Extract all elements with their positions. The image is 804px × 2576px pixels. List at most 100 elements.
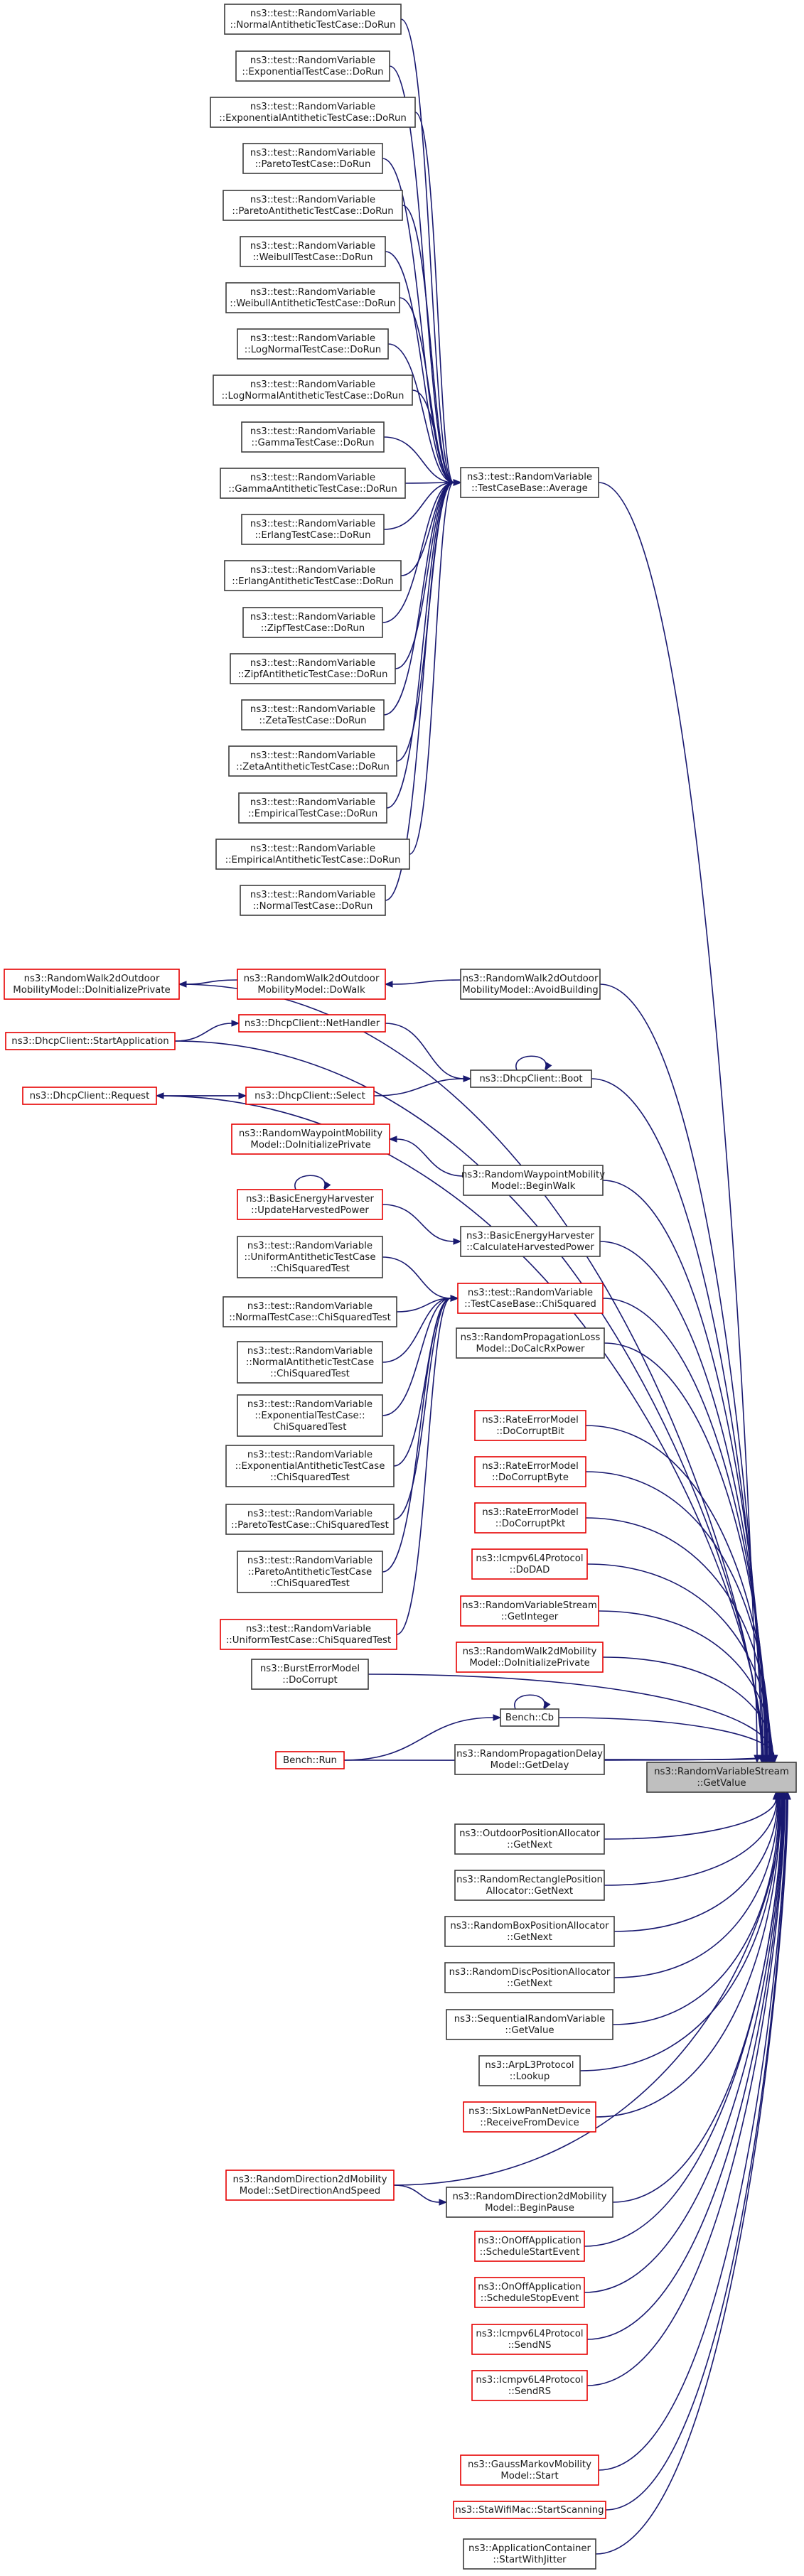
node-ns3-test-randomvariable-empiricaltestcase-dorun[interactable]: ns3::test::RandomVariable::EmpiricalTest… bbox=[238, 792, 387, 824]
node-ns3-onoffapplication-schedulestopevent[interactable]: ns3::OnOffApplication::ScheduleStopEvent bbox=[474, 2277, 585, 2308]
node-ns3-basicenergyharvester-updateharvestedpower[interactable]: ns3::BasicEnergyHarvester::UpdateHarvest… bbox=[237, 1189, 383, 1220]
node-ns3-dhcpclient-select[interactable]: ns3::DhcpClient::Select bbox=[245, 1087, 375, 1105]
node-ns3-randomdirection2dmobility-model-setdirectionandspeed[interactable]: ns3::RandomDirection2dMobilityModel::Set… bbox=[225, 2170, 395, 2201]
node-ns3-test-randomvariable-weibullantithetictestcase-dorun[interactable]: ns3::test::RandomVariable::WeibullAntith… bbox=[225, 282, 400, 313]
node-box bbox=[454, 1870, 605, 1901]
edge-icrs-to-target bbox=[586, 1791, 789, 2386]
node-label-line: MobilityModel::DoInitializePrivate bbox=[13, 985, 170, 996]
edge-seqrv-to-target bbox=[612, 1791, 783, 2025]
node-box bbox=[444, 1962, 615, 1993]
node-ns3-randomboxpositionallocator-getnext[interactable]: ns3::RandomBoxPositionAllocator::GetNext bbox=[444, 1916, 615, 1947]
node-ns3-randompropagationloss-model-docalcrxpower[interactable]: ns3::RandomPropagationLossModel::DoCalcR… bbox=[456, 1327, 605, 1359]
arrowhead bbox=[323, 1181, 331, 1191]
node-ns3-randomwalk2doutdoor-mobilitymodel-dowalk[interactable]: ns3::RandomWalk2dOutdoorMobilityModel::D… bbox=[237, 969, 386, 1000]
node-ns3-randomwaypointmobility-model-beginwalk[interactable]: ns3::RandomWaypointMobilityModel::BeginW… bbox=[461, 1165, 605, 1196]
edge-line bbox=[412, 389, 454, 483]
node-bench-cb[interactable]: Bench::Cb bbox=[500, 1708, 559, 1727]
node-ns3-test-randomvariable-gammaantithetictestcase-dorun[interactable]: ns3::test::RandomVariable::GammaAntithet… bbox=[220, 468, 406, 499]
node-ns3-basicenergyharvester-calculateharvestedpower[interactable]: ns3::BasicEnergyHarvester::CalculateHarv… bbox=[460, 1226, 601, 1257]
node-ns3-test-randomvariable-normalantithetictestcase-dorun[interactable]: ns3::test::RandomVariable::NormalAntithe… bbox=[224, 4, 402, 35]
node-label-line: ::CalculateHarvestedPower bbox=[466, 1242, 594, 1253]
node-label-line: ns3::DhcpClient::Select bbox=[254, 1091, 365, 1101]
node-ns3-test-randomvariable-zetatestcase-dorun[interactable]: ns3::test::RandomVariable::ZetaTestCase:… bbox=[241, 699, 385, 731]
node-ns3-randomrectangleposition-allocator-getnext[interactable]: ns3::RandomRectanglePositionAllocator::G… bbox=[454, 1870, 605, 1901]
node-ns3-stawifimac-startscanning[interactable]: ns3::StaWifiMac::StartScanning bbox=[453, 2501, 606, 2519]
node-ns3-test-randomvariable-normalantithetictestcase-chisquaredtest[interactable]: ns3::test::RandomVariable::NormalAntithe… bbox=[237, 1341, 383, 1384]
edge-line bbox=[383, 482, 454, 716]
edge-line bbox=[604, 1799, 778, 1886]
node-ns3-test-randomvariable-exponentialantithetictestcase-dorun[interactable]: ns3::test::RandomVariable::ExponentialAn… bbox=[210, 97, 416, 128]
node-ns3-test-randomvariable-normaltestcase-chisquaredtest[interactable]: ns3::test::RandomVariable::NormalTestCas… bbox=[223, 1296, 397, 1327]
node-ns3-randomwalk2doutdoor-mobilitymodel-avoidbuilding[interactable]: ns3::RandomWalk2dOutdoorMobilityModel::A… bbox=[460, 969, 601, 1000]
node-box bbox=[460, 467, 599, 498]
node-box bbox=[224, 4, 402, 35]
node-ns3-rateerrormodel-docorruptbit[interactable]: ns3::RateErrorModel::DoCorruptBit bbox=[474, 1410, 586, 1441]
node-ns3-test-randomvariable-testcasebase-chisquared[interactable]: ns3::test::RandomVariable::TestCaseBase:… bbox=[457, 1283, 604, 1314]
node-ns3-test-randomvariable-exponentialantithetictestcase-chisquaredtest[interactable]: ns3::test::RandomVariable::ExponentialAn… bbox=[225, 1445, 395, 1487]
node-ns3-outdoorpositionallocator-getnext[interactable]: ns3::OutdoorPositionAllocator::GetNext bbox=[454, 1823, 605, 1855]
node-ns3-test-randomvariable-testcasebase-average[interactable]: ns3::test::RandomVariable::TestCaseBase:… bbox=[460, 467, 599, 498]
node-label-line: ::EmpiricalAntitheticTestCase::DoRun bbox=[225, 855, 401, 866]
node-ns3-test-randomvariable-exponentialtestcase-chisquaredtest[interactable]: ns3::test::RandomVariable::ExponentialTe… bbox=[237, 1394, 383, 1437]
node-ns3-test-randomvariable-exponentialtestcase-dorun[interactable]: ns3::test::RandomVariable::ExponentialTe… bbox=[235, 50, 390, 82]
node-box bbox=[463, 2101, 596, 2133]
node-label-line: ns3::GaussMarkovMobility bbox=[468, 2459, 591, 2470]
node-ns3-test-randomvariable-uniformantithetictestcase-chisquaredtest[interactable]: ns3::test::RandomVariable::UniformAntith… bbox=[237, 1236, 383, 1278]
node-ns3-dhcpclient-boot[interactable]: ns3::DhcpClient::Boot bbox=[470, 1069, 592, 1088]
node-ns3-sequentialrandomvariable-getvalue[interactable]: ns3::SequentialRandomVariable::GetValue bbox=[446, 2009, 613, 2040]
node-ns3-bursterrormodel-docorrupt[interactable]: ns3::BurstErrorModel::DoCorrupt bbox=[251, 1659, 369, 1690]
node-ns3-sixlowpannetdevice-receivefromdevice[interactable]: ns3::SixLowPanNetDevice::ReceiveFromDevi… bbox=[463, 2101, 596, 2133]
node-ns3-dhcpclient-nethandler[interactable]: ns3::DhcpClient::NetHandler bbox=[238, 1014, 386, 1033]
edge-n15-to-avg bbox=[395, 479, 462, 669]
node-ns3-icmpv6l4protocol-dodad[interactable]: ns3::Icmpv6L4Protocol::DoDAD bbox=[471, 1548, 588, 1580]
node-ns3-randomvariablestream-getinteger[interactable]: ns3::RandomVariableStream::GetInteger bbox=[460, 1595, 599, 1627]
edge-rw2dinit-to-target bbox=[602, 1656, 776, 1764]
node-ns3-test-randomvariable-zipfantithetictestcase-dorun[interactable]: ns3::test::RandomVariable::ZipfAntitheti… bbox=[230, 653, 396, 684]
node-ns3-rateerrormodel-docorruptpkt[interactable]: ns3::RateErrorModel::DoCorruptPkt bbox=[474, 1502, 586, 1534]
node-box bbox=[242, 143, 383, 174]
node-label-line: ::ErlangAntitheticTestCase::DoRun bbox=[232, 576, 394, 587]
node-box bbox=[456, 1642, 604, 1673]
node-ns3-test-randomvariable-lognormalantithetictestcase-dorun[interactable]: ns3::test::RandomVariable::LogNormalAnti… bbox=[213, 374, 413, 406]
node-ns3-test-randomvariable-paretoantithetictestcase-chisquaredtest[interactable]: ns3::test::RandomVariable::ParetoAntithe… bbox=[237, 1551, 383, 1593]
node-box bbox=[460, 969, 601, 1000]
node-ns3-test-randomvariable-gammatestcase-dorun[interactable]: ns3::test::RandomVariable::GammaTestCase… bbox=[241, 421, 385, 453]
node-label-line: ::GetValue bbox=[505, 2025, 554, 2036]
node-ns3-randomdiscpositionallocator-getnext[interactable]: ns3::RandomDiscPositionAllocator::GetNex… bbox=[444, 1962, 615, 1993]
node-ns3-arpl3protocol-lookup[interactable]: ns3::ArpL3Protocol::Lookup bbox=[478, 2055, 581, 2086]
node-ns3-randompropagationdelay-model-getdelay[interactable]: ns3::RandomPropagationDelayModel::GetDel… bbox=[454, 1744, 605, 1775]
node-ns3-test-randomvariable-empiricalantithetictestcase-dorun[interactable]: ns3::test::RandomVariable::EmpiricalAnti… bbox=[215, 839, 410, 870]
node-ns3-applicationcontainer-startwithjitter[interactable]: ns3::ApplicationContainer::StartWithJitt… bbox=[463, 2538, 596, 2570]
node-ns3-test-randomvariable-normaltestcase-dorun[interactable]: ns3::test::RandomVariable::NormalTestCas… bbox=[240, 885, 386, 916]
node-ns3-test-randomvariable-weibulltestcase-dorun[interactable]: ns3::test::RandomVariable::WeibullTestCa… bbox=[240, 236, 386, 267]
node-bench-run[interactable]: Bench::Run bbox=[275, 1751, 345, 1769]
node-ns3-test-randomvariable-erlangtestcase-dorun[interactable]: ns3::test::RandomVariable::ErlangTestCas… bbox=[241, 514, 385, 545]
node-ns3-dhcpclient-startapplication[interactable]: ns3::DhcpClient::StartApplication bbox=[5, 1032, 176, 1050]
node-ns3-icmpv6l4protocol-sendrs[interactable]: ns3::Icmpv6L4Protocol::SendRS bbox=[471, 2370, 588, 2401]
node-ns3-rateerrormodel-docorruptbyte[interactable]: ns3::RateErrorModel::DoCorruptByte bbox=[474, 1456, 586, 1487]
node-box bbox=[456, 1327, 605, 1359]
node-ns3-randomwalk2dmobility-model-doinitializeprivate[interactable]: ns3::RandomWalk2dMobilityModel::DoInitia… bbox=[456, 1642, 604, 1673]
node-ns3-icmpv6l4protocol-sendns[interactable]: ns3::Icmpv6L4Protocol::SendNS bbox=[471, 2324, 588, 2355]
node-ns3-dhcpclient-request[interactable]: ns3::DhcpClient::Request bbox=[22, 1087, 157, 1105]
edge-line bbox=[389, 65, 454, 483]
node-ns3-onoffapplication-schedulestartevent[interactable]: ns3::OnOffApplication::ScheduleStartEven… bbox=[474, 2231, 585, 2262]
node-ns3-test-randomvariable-paretoantithetictestcase-dorun[interactable]: ns3::test::RandomVariable::ParetoAntithe… bbox=[223, 190, 403, 221]
node-ns3-test-randomvariable-uniformtestcase-chisquaredtest[interactable]: ns3::test::RandomVariable::UniformTestCa… bbox=[220, 1619, 397, 1650]
node-ns3-test-randomvariable-lognormaltestcase-dorun[interactable]: ns3::test::RandomVariable::LogNormalTest… bbox=[237, 328, 389, 360]
edge-line bbox=[602, 1656, 773, 1756]
node-label-line: ns3::test::RandomVariable bbox=[250, 195, 375, 205]
node-ns3-test-randomvariable-paretotestcase-dorun[interactable]: ns3::test::RandomVariable::ParetoTestCas… bbox=[242, 143, 383, 174]
arrowhead bbox=[543, 1701, 551, 1710]
node-ns3-randomwaypointmobility-model-doinitializeprivate[interactable]: ns3::RandomWaypointMobilityModel::DoInit… bbox=[231, 1123, 390, 1155]
node-ns3-randomvariablestream-getvalue[interactable]: ns3::RandomVariableStream::GetValue bbox=[646, 1762, 797, 1793]
node-ns3-test-randomvariable-erlangantithetictestcase-dorun[interactable]: ns3::test::RandomVariable::ErlangAntithe… bbox=[224, 560, 402, 591]
node-ns3-test-randomvariable-zetaantithetictestcase-dorun[interactable]: ns3::test::RandomVariable::ZetaAntitheti… bbox=[228, 745, 397, 777]
node-ns3-randomdirection2dmobility-model-beginpause[interactable]: ns3::RandomDirection2dMobilityModel::Beg… bbox=[446, 2187, 613, 2218]
node-label-line: ::ChiSquaredTest bbox=[270, 1578, 350, 1589]
node-ns3-test-randomvariable-zipftestcase-dorun[interactable]: ns3::test::RandomVariable::ZipfTestCase:… bbox=[242, 607, 383, 638]
edge-line bbox=[174, 1023, 232, 1042]
node-ns3-test-randomvariable-paretotestcase-chisquaredtest[interactable]: ns3::test::RandomVariable::ParetoTestCas… bbox=[225, 1504, 395, 1535]
node-ns3-randomwalk2doutdoor-mobilitymodel-doinitializeprivate[interactable]: ns3::RandomWalk2dOutdoorMobilityModel::D… bbox=[4, 969, 180, 1000]
